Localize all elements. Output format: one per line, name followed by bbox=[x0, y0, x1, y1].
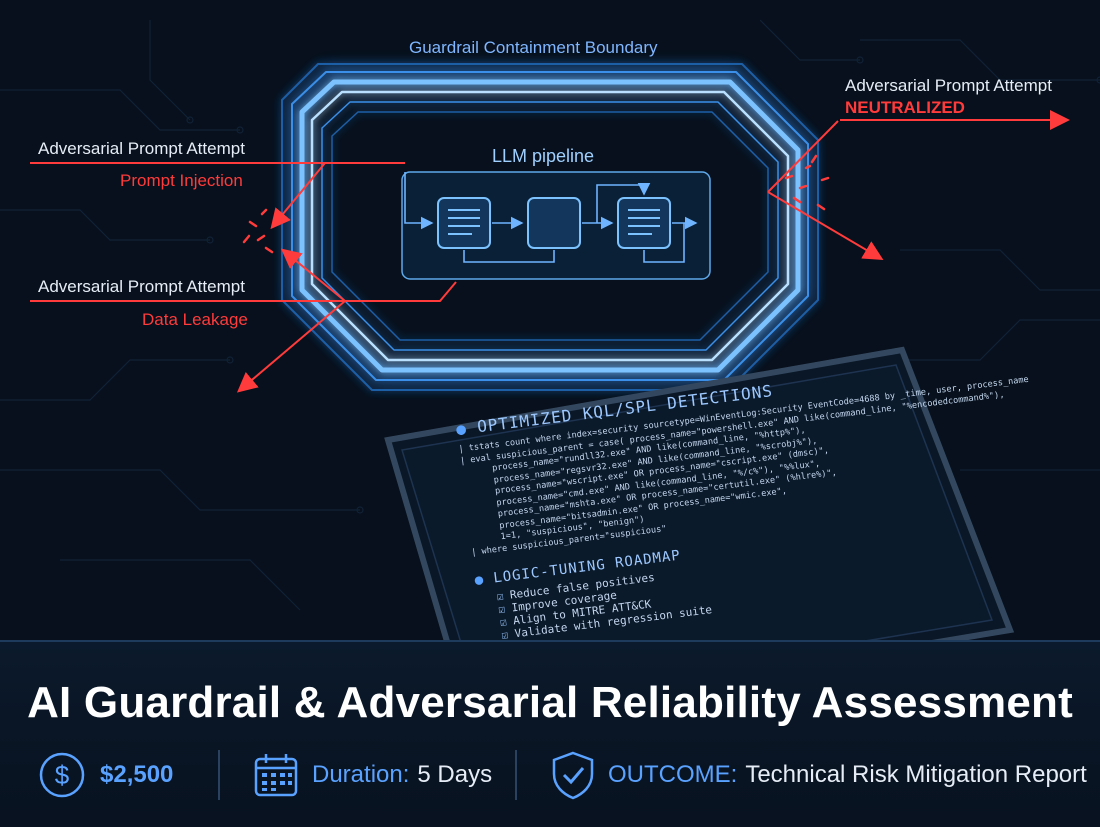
pipeline-step-3-icon bbox=[617, 197, 671, 249]
shield-check-icon bbox=[552, 751, 594, 800]
attempt-1-title: Adversarial Prompt Attempt bbox=[38, 139, 245, 158]
outcome-block: OUTCOME: Technical Risk Mitigation Repor… bbox=[550, 751, 1087, 800]
pipeline-label: LLM pipeline bbox=[492, 146, 595, 166]
pipeline-step-1-icon bbox=[437, 197, 491, 249]
calendar-icon bbox=[254, 754, 298, 797]
svg-text:$: $ bbox=[55, 760, 70, 790]
outcome-label: OUTCOME: bbox=[608, 761, 738, 788]
attempt-1-type: Prompt Injection bbox=[120, 171, 243, 190]
duration-value: 5 Days bbox=[417, 761, 493, 788]
dollar-icon: $ bbox=[39, 752, 85, 798]
footer-band bbox=[0, 640, 1100, 827]
attempt-2-title: Adversarial Prompt Attempt bbox=[38, 277, 245, 296]
boundary-label: Guardrail Containment Boundary bbox=[409, 38, 658, 57]
attempt-3-status: NEUTRALIZED bbox=[845, 98, 965, 117]
attack-lines bbox=[30, 110, 1070, 393]
impact-sparks bbox=[242, 154, 830, 254]
attempt-2-type: Data Leakage bbox=[142, 310, 248, 329]
divider bbox=[218, 750, 220, 800]
duration-label: Duration: bbox=[312, 761, 410, 788]
pipeline-step-2-icon bbox=[527, 197, 581, 249]
page-title: AI Guardrail & Adversarial Reliability A… bbox=[27, 678, 1073, 727]
outcome-value: Technical Risk Mitigation Report bbox=[745, 761, 1087, 788]
duration-block: Duration: 5 Days bbox=[252, 752, 492, 798]
circuit-background bbox=[0, 19, 1100, 611]
attempt-3-title: Adversarial Prompt Attempt bbox=[845, 76, 1052, 95]
price-block: $ $2,500 bbox=[38, 752, 173, 798]
price: $2,500 bbox=[100, 761, 174, 788]
divider bbox=[515, 750, 517, 800]
pipeline-arrows bbox=[404, 172, 698, 263]
